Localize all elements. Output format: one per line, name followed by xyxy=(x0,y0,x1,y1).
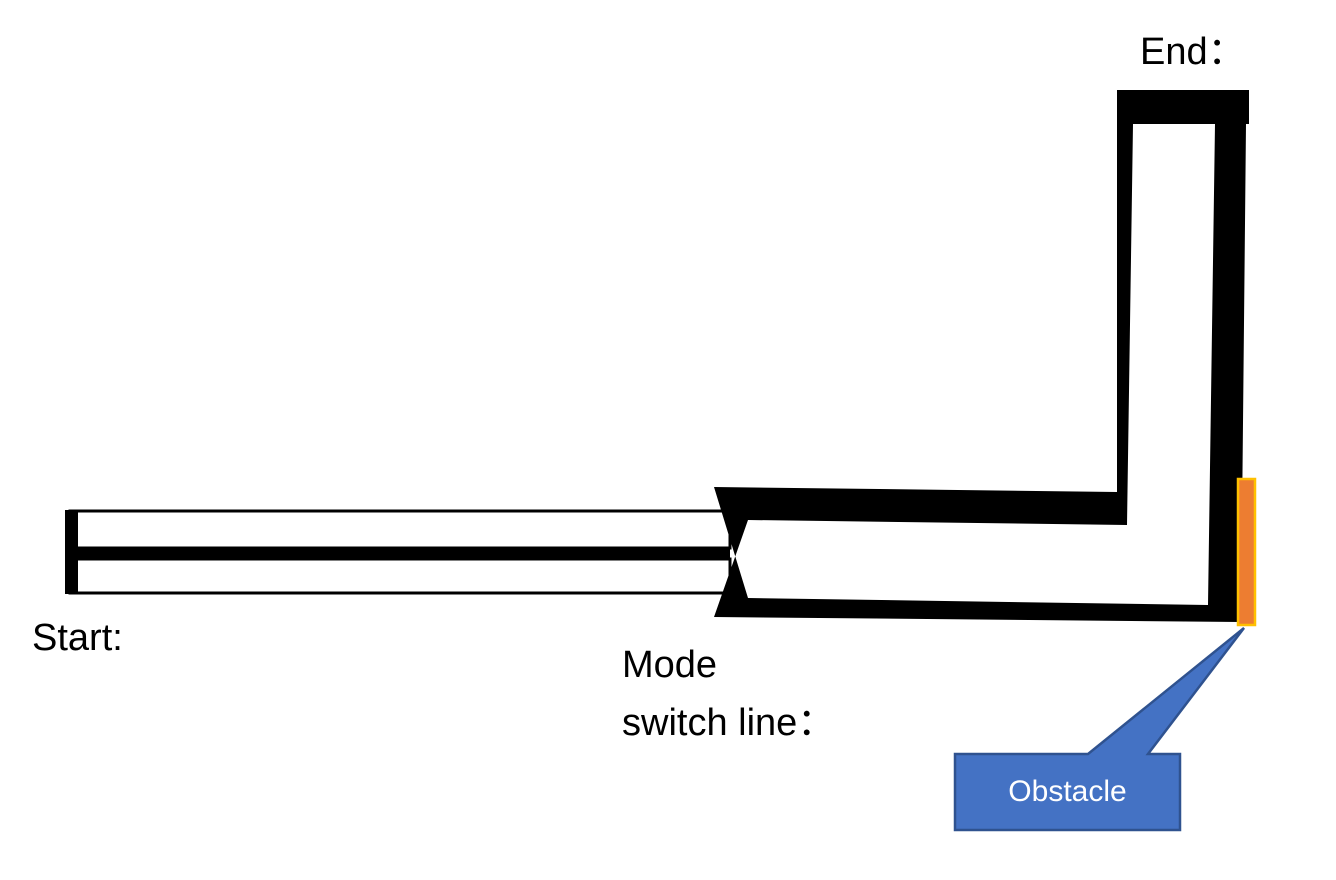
obstacle-callout xyxy=(953,627,1245,832)
end-label: End： xyxy=(1140,31,1246,73)
start-lane-upper xyxy=(68,509,732,550)
mode-switch-line-label: Mode switch line： xyxy=(622,636,835,752)
mode-switch-line-label-line2: switch line： xyxy=(622,702,836,744)
start-lane-lower xyxy=(68,557,732,595)
obstacle-callout-text: Obstacle xyxy=(1008,775,1127,808)
mode-switch-line-label-line1: Mode xyxy=(622,644,718,686)
l-track-wall xyxy=(714,90,1249,622)
lane-divider xyxy=(70,547,730,560)
start-line xyxy=(65,510,78,594)
start-label: Start: xyxy=(32,617,123,659)
obstacle-marker xyxy=(1236,477,1257,627)
